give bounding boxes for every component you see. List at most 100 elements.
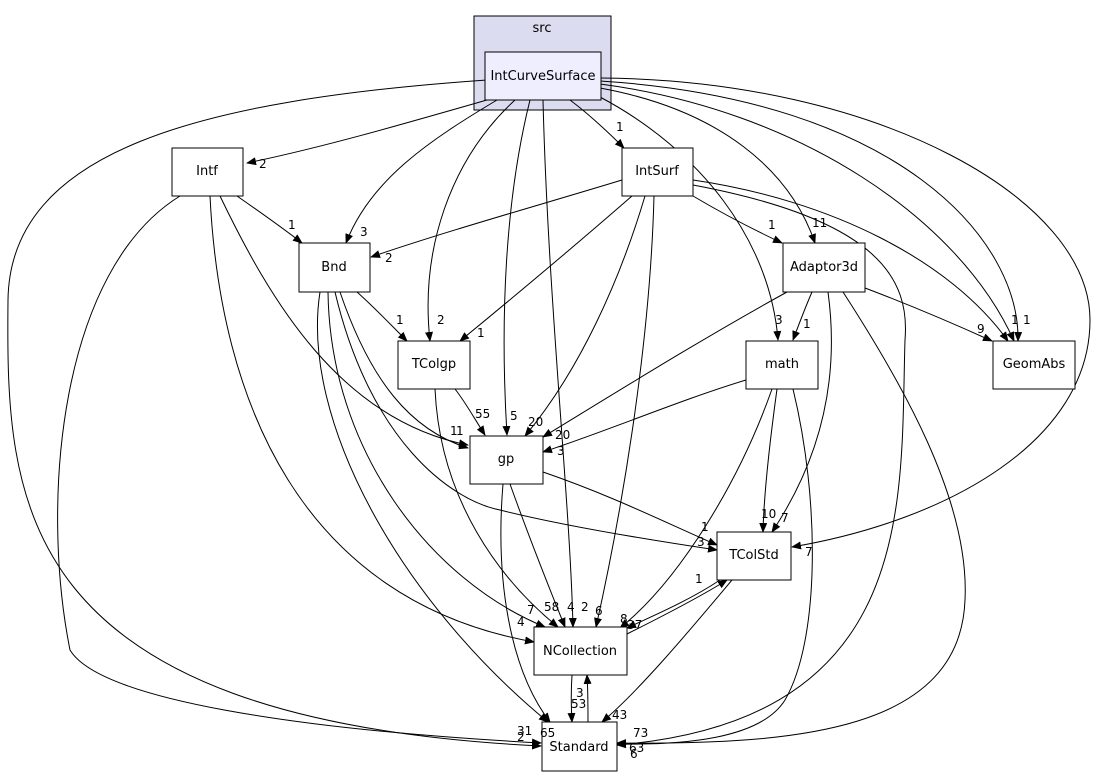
edge-label: 20 [528,415,543,429]
edge-label: 6 [630,747,638,761]
edge-ics-standard [7,79,542,750]
edge-label: 1 [456,424,464,438]
edge-label: 3 [557,444,565,458]
edge-ics-tcolstd [599,77,1091,550]
edge-label: 1 [1011,313,1019,327]
edge-math-gp [542,379,747,453]
node-standard[interactable]: Standard [541,721,618,772]
edge-gp-ncollection [509,483,566,628]
edge-intsurf-tcolgp [459,195,633,342]
node-intsurf[interactable]: IntSurf [621,147,694,197]
edge-ics-math [599,96,782,341]
node-ncollection[interactable]: NCollection [533,626,628,676]
edge-bnd-ncollection [327,291,546,628]
edge-label: 7 [805,545,813,559]
edge-label: 1 [1023,313,1031,327]
node-label: TColStd [728,548,778,563]
cluster-label: src [533,21,552,36]
edge-label: 55 [475,407,490,421]
edge-intf-standard [57,195,542,747]
edge-label: 4 [567,600,575,614]
edge-label: 3 [775,313,783,327]
edge-label: 65 [540,726,555,740]
node-intf[interactable]: Intf [171,147,244,197]
edge-ncollection-standard [567,674,576,723]
node-geomabs[interactable]: GeomAbs [992,340,1076,390]
edges [7,77,1091,750]
edge-label: 11 [812,216,827,230]
edge-label: 58 [544,600,559,614]
edge-bnd-tcolstd [334,291,718,553]
edge-math-tcolstd [759,388,778,533]
edge-label: 8 [620,612,628,626]
edge-label: 7 [527,603,535,617]
edge-label: 1 [396,313,404,327]
edge-label: 1 [803,317,811,331]
edge-intsurf-ncollection [594,195,655,628]
edge-intf-ncollection [209,195,535,645]
edge-ics-bnd [345,99,498,244]
node-label: TColgp [411,357,456,372]
edge-bnd-tcolgp [356,291,408,342]
edge-label: 31 [517,724,532,738]
edge-label: 7 [781,511,789,525]
node-label: IntCurveSurface [490,69,595,84]
edge-label: 2 [385,251,393,265]
node-intcurvesurface[interactable]: IntCurveSurface [484,51,602,101]
edge-label: 3 [697,535,705,549]
edge-label: 10 [761,507,776,521]
edge-label: 1 [695,572,703,586]
edge-label: 1 [288,218,296,232]
node-label: GeomAbs [1003,357,1066,372]
edge-intsurf-adaptor3d [692,195,783,244]
edge-label: 37 [627,618,642,632]
node-adaptor3d[interactable]: Adaptor3d [782,242,866,293]
edge-label: 9 [977,322,985,336]
edge-gp-tcolstd [542,471,718,546]
edge-math-standard [616,388,813,749]
node-bnd[interactable]: Bnd [298,242,371,293]
node-gp[interactable]: gp [469,435,544,485]
edge-ics-geomabs-b [599,80,1023,342]
node-tcolstd[interactable]: TColStd [716,531,792,581]
edge-label: 73 [633,726,648,740]
edge-label: 43 [612,708,627,722]
node-label: NCollection [543,644,617,659]
edge-label: 1 [768,218,776,232]
edge-tcolstd-standard [601,579,733,723]
edge-adaptor3d-standard [616,291,966,748]
node-label: Adaptor3d [790,260,858,275]
edge-label: 2 [259,157,267,171]
edge-tcolgp-ncollection [434,388,559,628]
edge-standard-ncollection [583,674,592,723]
edge-label: 3 [576,686,584,700]
edge-adaptor3d-geomabs [864,287,993,342]
node-label: Standard [549,740,608,755]
edge-adaptor3d-gp [542,291,788,438]
edge-ncollection-tcolstd [626,579,728,635]
edge-ics-intsurf [569,99,625,149]
edge-label: 1 [616,120,624,134]
edge-label: 3 [360,225,368,239]
edge-ics-geomabs-a [599,83,1015,342]
edge-label: 1 [450,424,458,438]
edge-bnd-gp [339,291,469,450]
node-label: Bnd [321,260,346,275]
edge-label: 63 [629,741,644,755]
node-label: Intf [196,164,218,179]
edge-math-ncollection [619,388,773,629]
node-tcolgp[interactable]: TColgp [397,340,471,390]
edge-intsurf-geomabs [692,179,1009,342]
edge-ics-adaptor3d [599,87,816,244]
edge-label: 20 [555,428,570,442]
node-math[interactable]: math [745,340,819,390]
edge-tcolstd-ncollection [626,579,721,629]
edge-intf-gp [219,195,469,448]
edge-ics-tcolgp [425,99,516,342]
edge-intsurf-bnd [370,179,623,258]
edge-label: 1 [477,326,485,340]
edge-label: 2 [517,730,525,744]
edge-labels: 2 1 3 11 2 3 1 1 5 1 2 1 1 1 1 9 55 20 2… [259,120,1031,761]
edge-intsurf-gp [524,195,646,437]
edge-adaptor3d-tcolstd [771,291,832,533]
